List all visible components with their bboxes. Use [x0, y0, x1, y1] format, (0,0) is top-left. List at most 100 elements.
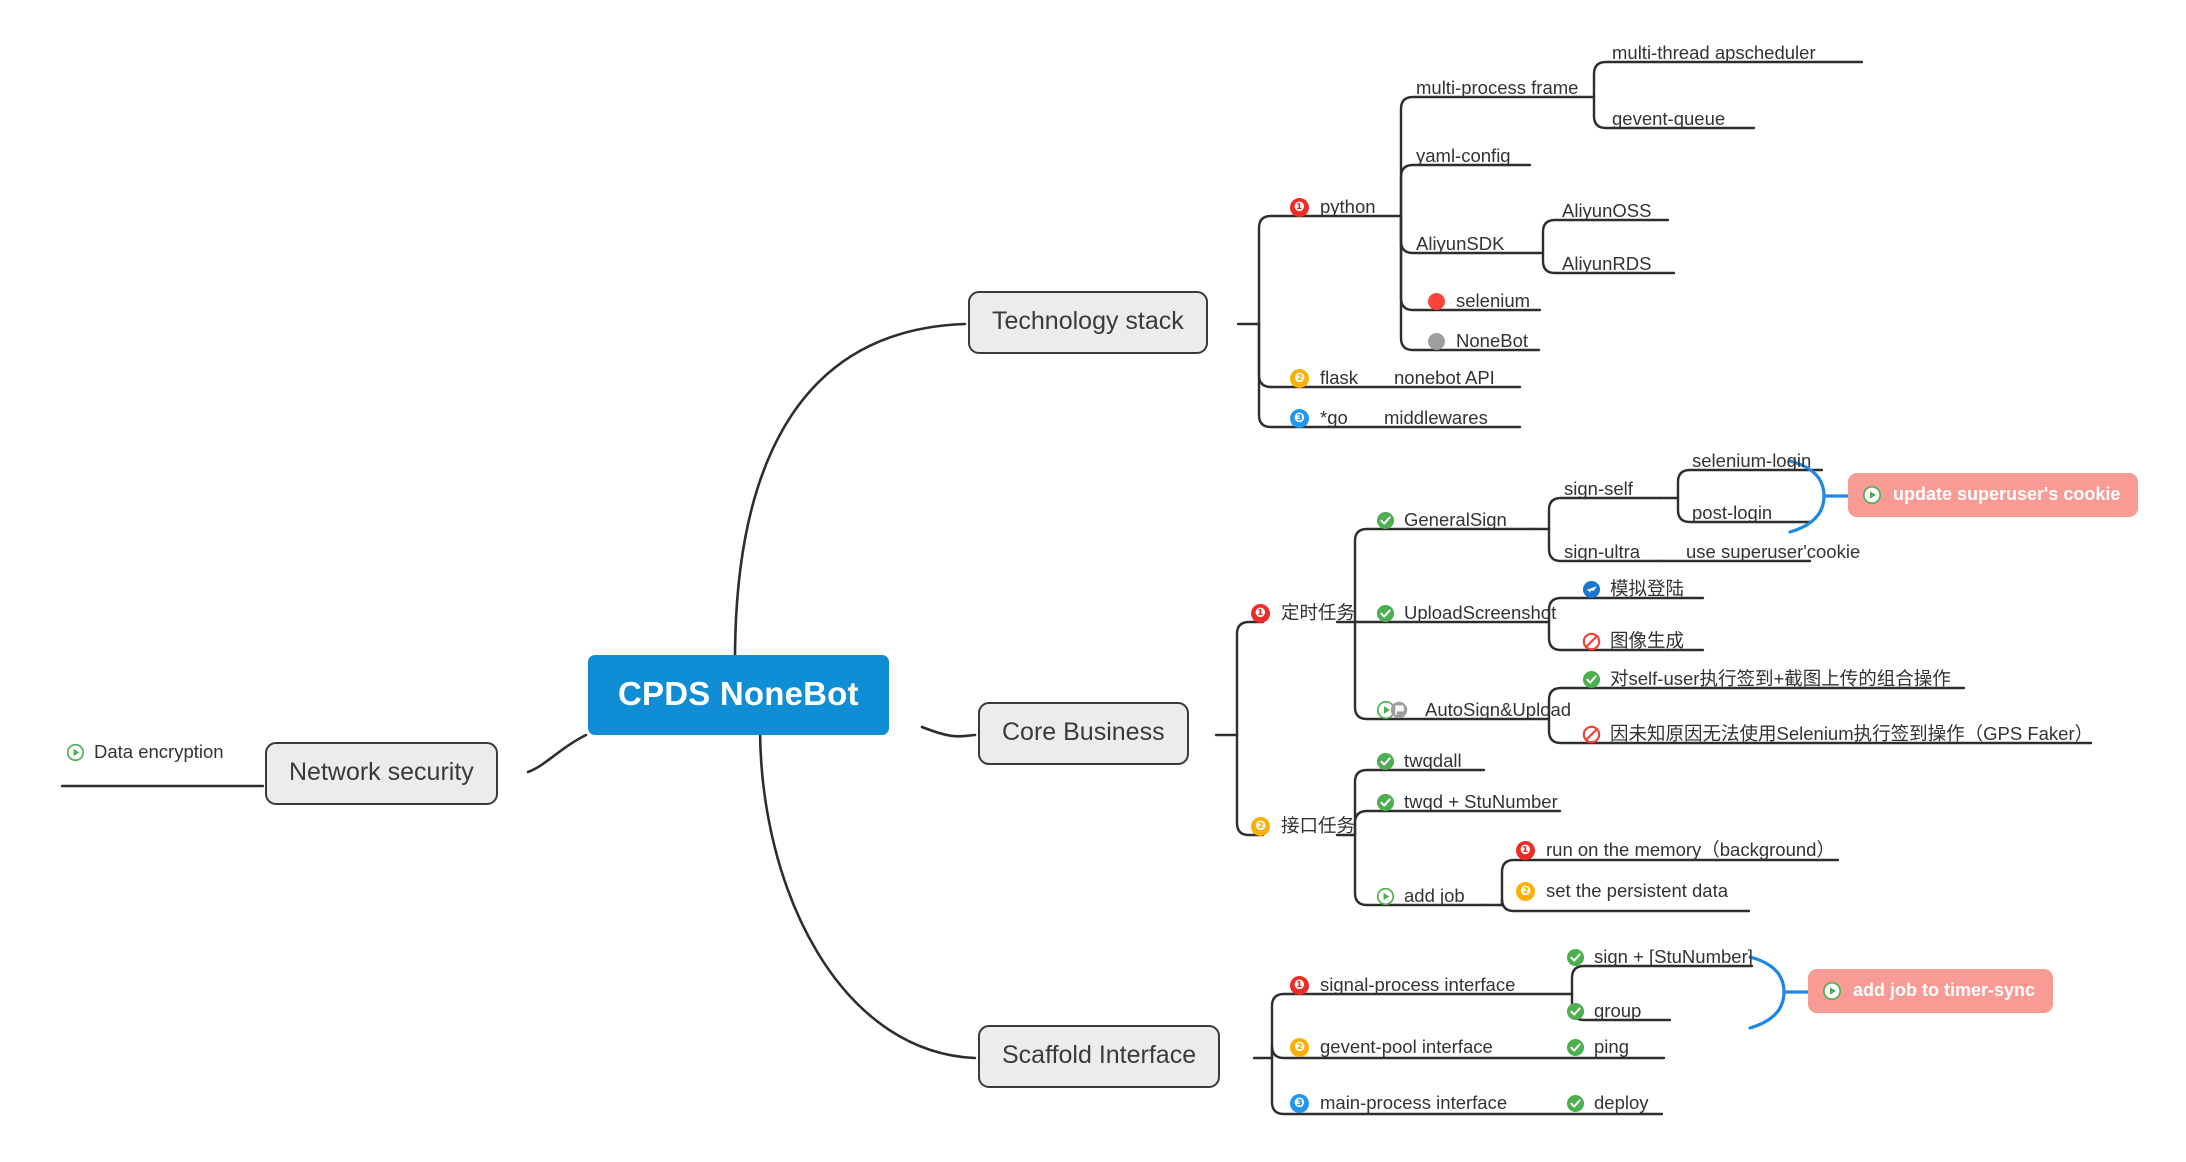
subtopic-label: main-process interface [1320, 1092, 1508, 1113]
subtopic-label: nonebot API [1394, 367, 1495, 388]
play-circle-icon [66, 743, 85, 762]
check-icon [1376, 752, 1395, 771]
subtopic-label: Data encryption [94, 741, 224, 762]
subtopic-twqd-stunumber[interactable]: twqd + StuNumber [1372, 790, 1562, 816]
subtopic-label: ping [1594, 1036, 1629, 1057]
subtopic-signal-process-interface[interactable]: ❶ signal-process interface [1286, 973, 1519, 999]
check-icon [1566, 1002, 1585, 1021]
subtopic-main-process-interface[interactable]: ❸ main-process interface [1286, 1091, 1511, 1117]
subtopic-gevent-pool-interface[interactable]: ❷ gevent-pool interface [1286, 1035, 1497, 1061]
subtopic-multi-process-frame[interactable]: multi-process frame [1412, 76, 1582, 102]
subtopic-label: gevent-queue [1612, 108, 1726, 129]
subtopic-label: add job [1404, 885, 1465, 906]
subtopic-multi-thread-apscheduler[interactable]: multi-thread apscheduler [1608, 41, 1820, 67]
subtopic-autosign-note-blocked[interactable]: 因未知原因无法使用Selenium执行签到操作（GPS Faker） [1578, 722, 2097, 748]
subtopic-label: AliyunOSS [1562, 200, 1652, 221]
check-icon [1566, 1094, 1585, 1113]
check-icon [1566, 948, 1585, 967]
subtopic-label: 接口任务 [1281, 815, 1356, 836]
check-icon [1566, 1038, 1585, 1057]
main-topic-technology-stack[interactable]: Technology stack [968, 291, 1208, 354]
subtopic-add-job[interactable]: add job [1372, 884, 1469, 910]
subtopic-uploadscreenshot[interactable]: UploadScreenshot [1372, 601, 1560, 627]
subtopic-data-encryption[interactable]: Data encryption [62, 740, 228, 766]
number-1-icon: ❶ [1251, 603, 1270, 623]
root-node[interactable]: CPDS NoneBot [588, 655, 889, 735]
subtopic-post-login[interactable]: post-login [1688, 501, 1776, 527]
callout-label: add job to timer-sync [1853, 980, 2036, 1000]
subtopic-label: 定时任务 [1281, 602, 1356, 623]
subtopic-aliyunsdk[interactable]: AliyunSDK [1412, 232, 1508, 258]
subtopic-label: twqd + StuNumber [1404, 791, 1558, 812]
number-3-icon: ❸ [1290, 408, 1309, 428]
airplane-icon [1582, 580, 1601, 599]
subtopic-python[interactable]: ❶ python [1286, 195, 1380, 221]
subtopic-label: group [1594, 1000, 1642, 1021]
main-topic-core-business[interactable]: Core Business [978, 702, 1189, 765]
subtopic-autosign-note-ok[interactable]: 对self-user执行签到+截图上传的组合操作 [1578, 667, 1955, 693]
check-icon [1376, 604, 1395, 623]
subtopic-scheduled-tasks[interactable]: ❶ 定时任务 [1247, 601, 1359, 627]
subtopic-label: AliyunRDS [1562, 253, 1652, 274]
subtopic-label: signal-process interface [1320, 974, 1516, 995]
subtopic-label: gevent-pool interface [1320, 1036, 1493, 1057]
play-circle-icon [1862, 485, 1882, 505]
subtopic-set-persistent-data[interactable]: ❷ set the persistent data [1512, 879, 1732, 905]
callout-add-job-to-timer-sync[interactable]: add job to timer-sync [1808, 969, 2054, 1013]
subtopic-label: 模拟登陆 [1610, 578, 1685, 599]
subtopic-label: post-login [1692, 502, 1773, 523]
subtopic-nonebot[interactable]: NoneBot [1424, 329, 1532, 355]
subtopic-middlewares[interactable]: middlewares [1380, 406, 1492, 432]
subtopic-simulated-login[interactable]: 模拟登陆 [1578, 577, 1688, 603]
main-topic-network-security[interactable]: Network security [265, 742, 498, 805]
check-icon [1376, 511, 1395, 530]
subtopic-go[interactable]: ❸ *go [1286, 406, 1352, 432]
subtopic-selenium-login[interactable]: selenium-login [1688, 449, 1815, 475]
subtopic-ping[interactable]: ping [1562, 1035, 1633, 1061]
subtopic-use-superuser-cookie[interactable]: use superuser'cookie [1682, 540, 1864, 566]
subtopic-gevent-queue[interactable]: gevent-queue [1608, 107, 1729, 133]
subtopic-label: twqdall [1404, 750, 1462, 771]
subtopic-image-generation[interactable]: 图像生成 [1578, 629, 1688, 655]
number-2-icon: ❷ [1290, 368, 1309, 388]
subtopic-run-on-memory[interactable]: ❶ run on the memory（background） [1512, 838, 1839, 864]
subtopic-flask[interactable]: ❷ flask [1286, 366, 1362, 392]
callout-update-superuser-cookie[interactable]: update superuser's cookie [1848, 473, 2139, 517]
subtopic-label: yaml-config [1416, 145, 1511, 166]
subtopic-sign-stunumber[interactable]: sign + [StuNumber] [1562, 945, 1757, 971]
number-2-icon: ❷ [1251, 816, 1270, 836]
subtopic-selenium[interactable]: selenium [1424, 289, 1534, 315]
subtopic-interface-tasks[interactable]: ❷ 接口任务 [1247, 814, 1359, 840]
subtopic-yaml-config[interactable]: yaml-config [1412, 144, 1515, 170]
subtopic-aliyunoss[interactable]: AliyunOSS [1558, 199, 1655, 225]
check-icon [1376, 793, 1395, 812]
main-topic-scaffold-interface[interactable]: Scaffold Interface [978, 1025, 1221, 1088]
subtopic-sign-ultra[interactable]: sign-ultra [1560, 540, 1644, 566]
subtopic-sign-self[interactable]: sign-self [1560, 477, 1637, 503]
play-flag-icon [1376, 700, 1416, 720]
subtopic-label: UploadScreenshot [1404, 602, 1557, 623]
subtopic-label: sign-ultra [1564, 541, 1641, 562]
subtopic-label: multi-thread apscheduler [1612, 42, 1816, 63]
subtopic-group[interactable]: group [1562, 999, 1645, 1025]
number-3-icon: ❸ [1290, 1093, 1309, 1113]
subtopic-label: 图像生成 [1610, 630, 1685, 651]
subtopic-label: GeneralSign [1404, 509, 1507, 530]
red-dot-icon [1428, 292, 1445, 310]
subtopic-autosign-upload[interactable]: AutoSign&Upload [1372, 698, 1575, 724]
subtopic-label: AliyunSDK [1416, 233, 1505, 254]
play-circle-icon [1822, 981, 1842, 1001]
subtopic-generalsign[interactable]: GeneralSign [1372, 508, 1511, 534]
subtopic-twqdall[interactable]: twqdall [1372, 749, 1466, 775]
subtopic-label: sign + [StuNumber] [1594, 946, 1753, 967]
subtopic-label: 因未知原因无法使用Selenium执行签到操作（GPS Faker） [1610, 723, 2094, 744]
forbidden-icon [1582, 632, 1601, 651]
subtopic-label: selenium-login [1692, 450, 1812, 471]
subtopic-label: flask [1320, 367, 1359, 388]
subtopic-nonebot-api[interactable]: nonebot API [1390, 366, 1499, 392]
subtopic-deploy[interactable]: deploy [1562, 1091, 1653, 1117]
number-2-icon: ❷ [1290, 1037, 1309, 1057]
subtopic-aliyunrds[interactable]: AliyunRDS [1558, 252, 1655, 278]
number-2-icon: ❷ [1516, 881, 1535, 901]
